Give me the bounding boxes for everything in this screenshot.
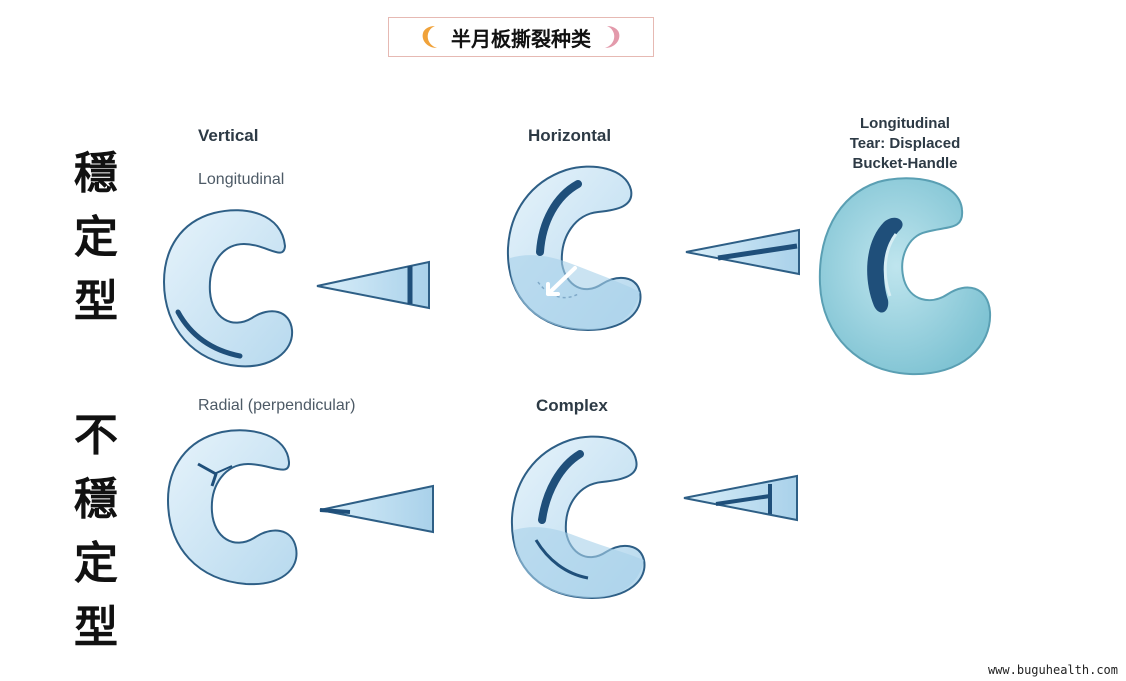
row-label-unstable: 不 穩 定 型 xyxy=(68,404,124,660)
crescent-moon-right-icon xyxy=(605,26,620,48)
horizontal-wedge xyxy=(685,228,800,276)
row-label-char: 型 xyxy=(74,276,118,327)
row-label-char: 穩 xyxy=(74,474,118,525)
horizontal-heading: Horizontal xyxy=(528,126,612,145)
complex-heading: Complex xyxy=(536,396,608,415)
bucket-handle-heading-line: Bucket-Handle xyxy=(852,155,958,172)
complex-wedge xyxy=(683,474,798,522)
vertical-heading: Vertical xyxy=(198,126,259,145)
horizontal-meniscus xyxy=(506,165,642,332)
page-title: 半月板撕裂种类 xyxy=(451,26,591,51)
row-label-char: 不 xyxy=(74,410,118,461)
radial-heading: Radial (perpendicular) xyxy=(198,397,356,414)
row-label-char: 穩 xyxy=(74,148,118,199)
bucket-handle-heading: Longitudinal Tear: Displaced Bucket-Hand… xyxy=(830,114,980,174)
vertical-subheading: Longitudinal xyxy=(198,171,285,188)
bucket-handle-meniscus xyxy=(818,177,992,376)
footer-watermark: www.buguhealth.com xyxy=(987,663,1118,677)
row-label-char: 定 xyxy=(74,212,118,263)
vertical-wedge xyxy=(316,260,430,310)
bucket-handle-heading-line: Tear: Displaced xyxy=(849,135,961,152)
bucket-handle-heading-line: Longitudinal xyxy=(860,115,950,132)
title-box: 半月板撕裂种类 xyxy=(388,17,654,57)
radial-meniscus xyxy=(166,429,298,586)
radial-wedge xyxy=(319,484,434,534)
row-label-char: 型 xyxy=(74,602,118,653)
vertical-meniscus xyxy=(162,209,294,368)
row-label-char: 定 xyxy=(74,538,118,589)
crescent-moon-left-icon xyxy=(422,26,437,48)
complex-meniscus xyxy=(510,435,646,600)
row-label-stable: 穩 定 型 xyxy=(68,142,124,334)
